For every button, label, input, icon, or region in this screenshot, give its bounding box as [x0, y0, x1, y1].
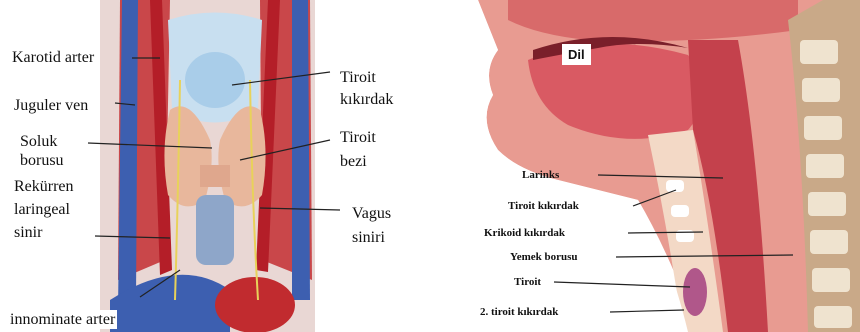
- label-vagus-line2: siniri: [352, 228, 385, 247]
- vertebra: [814, 306, 852, 328]
- trachea-shape: [196, 195, 234, 265]
- label-karotid-arter: Karotid arter: [10, 48, 96, 67]
- label-2-tiroit-kikirdak: 2. tiroit kıkırdak: [480, 306, 558, 319]
- vertebra: [812, 268, 850, 292]
- head-sagittal-view: Dil Larinks Tiroit kıkırdak Krikoid kıkı…: [438, 0, 860, 332]
- aortic-arch: [215, 277, 295, 332]
- thyroid-gland-shape: [683, 268, 707, 316]
- label-yemek-borusu: Yemek borusu: [510, 251, 578, 264]
- label-innominate-arter: innominate arter: [8, 310, 117, 329]
- sagittal-anatomy-illustration: [438, 0, 860, 332]
- vertebra: [804, 116, 842, 140]
- vertebra: [802, 78, 840, 102]
- vertebra: [800, 40, 838, 64]
- right-jugular-vein: [292, 0, 310, 300]
- label-rekurren-line2: laringeal: [12, 200, 72, 219]
- cartilage-ring: [671, 205, 689, 217]
- label-soluk-line1: Soluk: [18, 132, 59, 151]
- thyroid-isthmus: [200, 165, 230, 187]
- label-tiroit: Tiroit: [514, 276, 541, 289]
- vertebra: [806, 154, 844, 178]
- vertebra: [808, 192, 846, 216]
- label-vagus-line1: Vagus: [352, 204, 391, 223]
- label-tiroit-bezi-line2: bezi: [340, 152, 367, 171]
- label-tiroit-kikirdak-line2: kıkırdak: [340, 90, 393, 109]
- label-soluk-line2: borusu: [18, 151, 66, 170]
- label-tiroit-kikirdak-r: Tiroit kıkırdak: [508, 200, 579, 213]
- label-larinks: Larinks: [522, 169, 559, 182]
- label-krikoid: Krikoid kıkırdak: [484, 227, 565, 240]
- label-dil: Dil: [562, 44, 591, 65]
- neck-front-view: Karotid arter Juguler ven Soluk borusu R…: [0, 0, 430, 332]
- label-rekurren-line1: Rekürren: [12, 177, 76, 196]
- vertebra: [810, 230, 848, 254]
- label-rekurren-line3: sinir: [12, 223, 44, 242]
- adams-apple: [185, 52, 245, 108]
- label-tiroit-bezi-line1: Tiroit: [340, 128, 376, 147]
- label-juguler-ven: Juguler ven: [12, 96, 90, 115]
- label-tiroit-kikirdak-line1: Tiroit: [340, 68, 376, 87]
